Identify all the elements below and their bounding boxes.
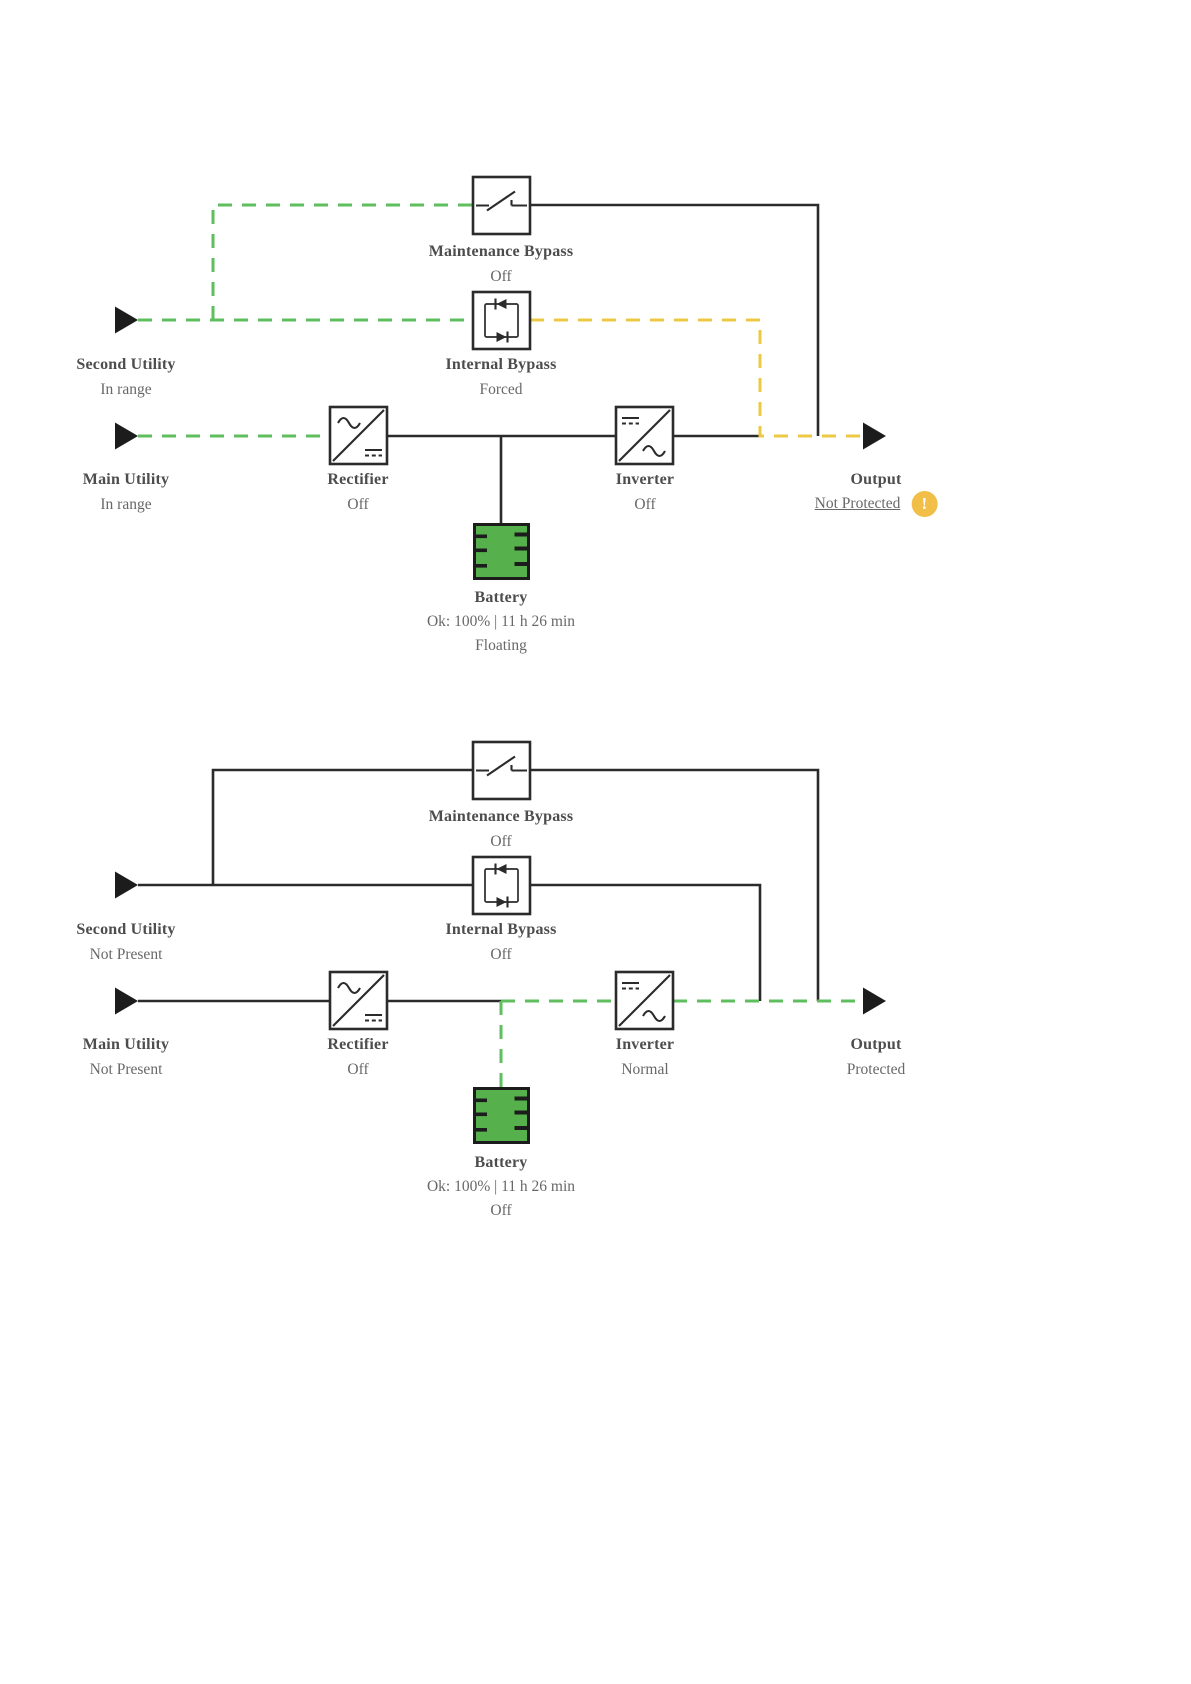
output-label: Output: [850, 1036, 902, 1053]
maintenance-bypass-label: Maintenance Bypass: [428, 243, 574, 260]
battery-cells-icon: [473, 1087, 530, 1144]
diagram-top: [115, 175, 886, 580]
battery-mode: Off: [490, 1202, 512, 1219]
battery-label: Battery: [474, 1154, 528, 1171]
output-status-row: Not Protected !: [815, 491, 938, 517]
inverter-status: Off: [634, 496, 656, 513]
output-arrow-icon: [863, 987, 886, 1015]
main-utility-arrow-icon: [115, 422, 138, 450]
output-arrow-icon: [863, 422, 886, 450]
internal-bypass-box: [471, 290, 532, 351]
main-utility-status: In range: [100, 496, 152, 513]
solid-wires-top: [387, 203, 820, 523]
bypass-flow-wires-top: [530, 318, 861, 438]
maintenance-bypass-status: Off: [490, 268, 512, 285]
second-utility-status: In range: [100, 381, 152, 398]
output-status: Protected: [846, 1061, 906, 1078]
battery-cells-icon: [473, 523, 530, 580]
exclamation-circle-icon[interactable]: !: [911, 491, 938, 517]
second-utility-arrow-icon: [115, 306, 138, 334]
maintenance-bypass-status: Off: [490, 833, 512, 850]
internal-bypass-label: Internal Bypass: [445, 356, 557, 373]
internal-bypass-label: Internal Bypass: [445, 921, 557, 938]
main-utility-label: Main Utility: [82, 1036, 170, 1053]
active-flow-wires-bottom: [499, 999, 861, 1087]
main-utility-label: Main Utility: [82, 471, 170, 488]
second-utility-status: Not Present: [89, 946, 163, 963]
battery-status: Ok: 100% | 11 h 26 min: [426, 613, 576, 630]
maintenance-bypass-label: Maintenance Bypass: [428, 808, 574, 825]
solid-wires-bottom: [138, 768, 820, 1003]
rectifier-label: Rectifier: [327, 471, 389, 488]
active-flow-wires-top: [138, 203, 473, 438]
main-utility-status: Not Present: [89, 1061, 163, 1078]
rectifier-label: Rectifier: [327, 1036, 389, 1053]
output-label: Output: [850, 471, 902, 488]
second-utility-arrow-icon: [115, 871, 138, 899]
main-utility-arrow-icon: [115, 987, 138, 1015]
output-status-link[interactable]: Not Protected: [814, 495, 901, 512]
second-utility-label: Second Utility: [76, 356, 176, 373]
inverter-status: Normal: [621, 1061, 669, 1078]
internal-bypass-status: Forced: [479, 381, 523, 398]
diagram-bottom: [115, 740, 886, 1144]
battery-status: Ok: 100% | 11 h 26 min: [426, 1178, 576, 1195]
battery-mode: Floating: [475, 637, 527, 654]
internal-bypass-box: [471, 855, 532, 916]
inverter-label: Inverter: [615, 1036, 675, 1053]
internal-bypass-status: Off: [490, 946, 512, 963]
battery-label: Battery: [474, 589, 528, 606]
second-utility-label: Second Utility: [76, 921, 176, 938]
inverter-label: Inverter: [615, 471, 675, 488]
rectifier-status: Off: [347, 1061, 369, 1078]
rectifier-status: Off: [347, 496, 369, 513]
